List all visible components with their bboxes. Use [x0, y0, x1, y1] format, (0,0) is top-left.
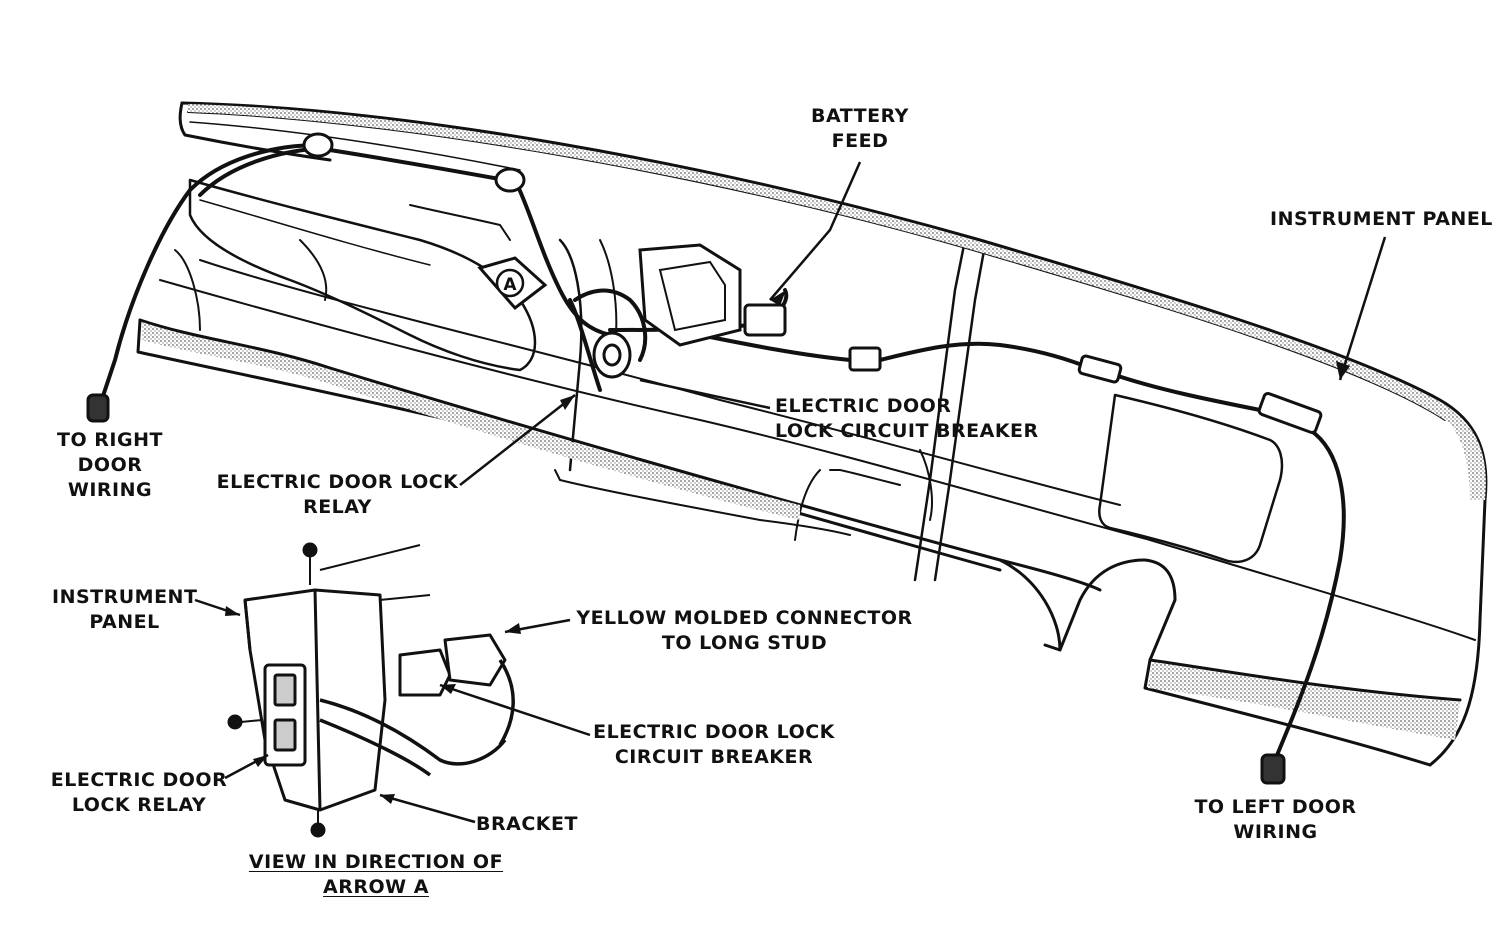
bracket-line-1: BRACKET — [476, 813, 578, 835]
instrument-panel-inset-line-1: INSTRUMENT — [52, 586, 198, 608]
leader-lines — [459, 161, 1387, 486]
circuit-breaker-main-line-1: ELECTRIC DOOR — [775, 395, 952, 417]
circuit-breaker-inset-label: ELECTRIC DOOR LOCK CIRCUIT BREAKER — [590, 720, 838, 770]
view-caption-label: VIEW IN DIRECTION OF ARROW A — [240, 850, 512, 900]
circuit-breaker-inset-line-1: ELECTRIC DOOR LOCK — [593, 721, 835, 743]
connectors — [86, 132, 1323, 785]
arrow-a-marker — [477, 256, 548, 311]
arrow-a-letter: A — [503, 275, 517, 295]
to-left-door-line-2: WIRING — [1233, 821, 1318, 843]
to-right-door-line-2: DOOR — [77, 454, 143, 476]
instrument-panel-line-1: INSTRUMENT PANEL — [1270, 208, 1493, 230]
to-right-door-line-1: TO RIGHT — [57, 429, 163, 451]
circuit-breaker-inset-line-2: CIRCUIT BREAKER — [614, 746, 814, 768]
instrument-panel-label: INSTRUMENT PANEL — [1270, 207, 1493, 232]
inset-leader-arrowheads — [225, 606, 521, 804]
relay-inset-label: ELECTRIC DOOR LOCK RELAY — [50, 768, 228, 818]
to-right-door-wiring-label: TO RIGHT DOOR WIRING — [45, 428, 175, 503]
to-left-door-line-1: TO LEFT DOOR — [1194, 796, 1357, 818]
battery-feed-line-1: BATTERY — [811, 105, 909, 127]
yellow-connector-line-2: TO LONG STUD — [661, 632, 828, 654]
circuit-breaker-main-line-2: LOCK CIRCUIT BREAKER — [775, 420, 1039, 442]
relay-main-line-2: RELAY — [303, 496, 372, 518]
leader-arrowheads — [560, 290, 1350, 410]
relay-main-label: ELECTRIC DOOR LOCK RELAY — [215, 470, 460, 520]
circuit-breaker-main-label: ELECTRIC DOOR LOCK CIRCUIT BREAKER — [775, 394, 1065, 444]
instrument-panel-inset-line-2: PANEL — [89, 611, 160, 633]
view-caption-line-1: VIEW IN DIRECTION OF — [248, 851, 504, 873]
wiring-harness — [98, 143, 1346, 762]
instrument-panel-inset-label: INSTRUMENT PANEL — [52, 585, 197, 635]
to-right-door-line-3: WIRING — [67, 479, 153, 501]
relay-inset-line-1: ELECTRIC DOOR — [50, 769, 228, 791]
inset-view — [227, 542, 515, 838]
battery-feed-line-2: FEED — [831, 130, 889, 152]
yellow-connector-label: YELLOW MOLDED CONNECTOR TO LONG STUD — [572, 606, 917, 656]
to-left-door-wiring-label: TO LEFT DOOR WIRING — [1188, 795, 1363, 845]
relay-main-line-1: ELECTRIC DOOR LOCK — [216, 471, 459, 493]
battery-feed-label: BATTERY FEED — [790, 104, 930, 154]
yellow-connector-line-1: YELLOW MOLDED CONNECTOR — [576, 607, 913, 629]
relay-inset-line-2: LOCK RELAY — [71, 794, 207, 816]
view-caption-line-2: ARROW A — [323, 876, 429, 898]
relay-and-breaker-assembly — [592, 243, 742, 379]
bracket-label: BRACKET — [474, 812, 580, 837]
